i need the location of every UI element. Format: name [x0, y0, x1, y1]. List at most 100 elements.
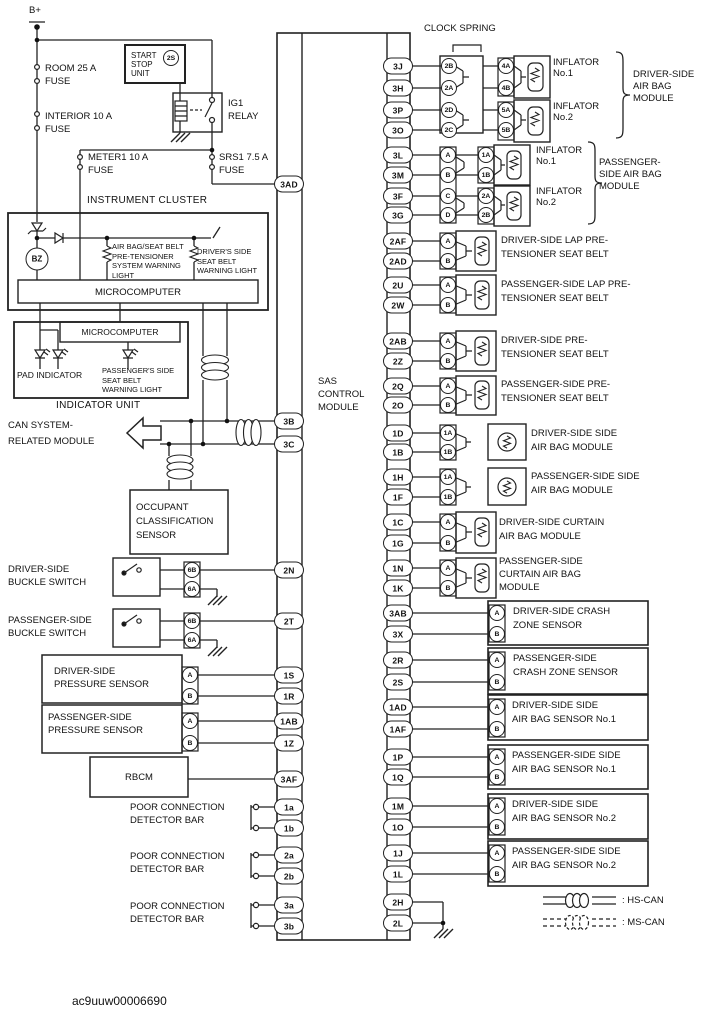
pin-B: B [489, 866, 505, 882]
pin-2A: 2A [478, 188, 494, 204]
connector-1P: 1P [383, 748, 413, 766]
sas-module-box [276, 32, 411, 941]
pin-B: B [489, 626, 505, 642]
passenger-inflator1-box [493, 144, 531, 186]
pin-4B: 4B [498, 80, 514, 96]
pin-A: A [489, 845, 505, 861]
connector-1H: 1H [383, 468, 413, 486]
connector-2H: 2H [383, 893, 413, 911]
connector-1J: 1J [383, 844, 413, 862]
row-label-10: DRIVER-SIDE SIDE AIR BAG SENSOR No.1 [512, 700, 617, 725]
airbag-warning-light-label: AIR BAG/SEAT BELT PRE-TENSIONER SYSTEM W… [112, 242, 184, 280]
passenger-pressure-label: PASSENGER-SIDE PRESSURE SENSOR [48, 712, 144, 736]
passenger-buckle-label: PASSENGER-SIDE BUCKLE SWITCH [8, 615, 92, 639]
ig1-relay-box [172, 92, 223, 133]
driver-belt-warning-light-label: DRIVER'S SIDE SEAT BELT WARNING LIGHT [197, 247, 258, 275]
pin-B: B [440, 297, 456, 313]
led-icon [33, 349, 47, 360]
connector-1Q: 1Q [383, 768, 413, 786]
driver-buckle-label: DRIVER-SIDE BUCKLE SWITCH [8, 564, 87, 588]
connector-3H: 3H [383, 79, 413, 97]
connector-1C: 1C [383, 513, 413, 531]
driver-buckle-box [112, 557, 161, 597]
hs-can-label: : HS-CAN [622, 895, 664, 906]
srs1-fuse-icon [209, 154, 216, 161]
semiconductor-symbols [27, 222, 139, 360]
connector-1F: 1F [383, 488, 413, 506]
connector-1N: 1N [383, 559, 413, 577]
row-label-5: PASSENGER-SIDE SIDE AIR BAG MODULE [531, 471, 640, 496]
clock-spring-box [439, 55, 484, 134]
cluster-microcomputer-label: MICROCOMPUTER [94, 287, 182, 298]
connector-1a: 1a [274, 798, 304, 816]
indicator-microcomputer-label: MICROCOMPUTER [81, 327, 159, 337]
driver-pressure-label: DRIVER-SIDE PRESSURE SENSOR [54, 666, 150, 690]
pin-B: B [489, 721, 505, 737]
passenger-inflator2-box [493, 185, 531, 227]
pin-B: B [489, 674, 505, 690]
connector-3L: 3L [383, 146, 413, 164]
can-module-label: CAN SYSTEM- RELATED MODULE [8, 420, 95, 447]
indicator-microcomputer-box [59, 321, 181, 343]
pin-A: A [489, 652, 505, 668]
connector-3b: 3b [274, 917, 304, 935]
pin-2S: 2S [163, 50, 179, 66]
row-label-6: DRIVER-SIDE CURTAIN AIR BAG MODULE [499, 517, 605, 542]
pin-A: A [440, 560, 456, 576]
relay-internals [174, 96, 216, 124]
driver-airbag-module-label: DRIVER-SIDE AIR BAG MODULE [633, 69, 695, 104]
ig1-relay-label: IG1 RELAY [228, 98, 259, 122]
passenger-airbag-module-label: PASSENGER- SIDE AIR BAG MODULE [599, 157, 662, 192]
pin-6B: 6B [184, 562, 200, 578]
pad-indicator-label: PAD INDICATOR [17, 370, 83, 380]
detector-bar-label-1: POOR CONNECTION DETECTOR BAR [130, 802, 225, 826]
connector-1K: 1K [383, 579, 413, 597]
connector-3O: 3O [383, 121, 413, 139]
pin-B: B [182, 735, 198, 751]
room-fuse-icon [33, 63, 40, 70]
connector-1AF: 1AF [383, 720, 413, 738]
connector-3C: 3C [274, 435, 304, 453]
buckle-switch-symbols [121, 563, 142, 627]
clock-spring-label: CLOCK SPRING [424, 23, 496, 34]
indicator-unit-title: INDICATOR UNIT [56, 400, 141, 411]
pin-A: A [440, 233, 456, 249]
driver-crash-sensor-box [487, 600, 649, 646]
passenger-buckle-box [112, 608, 161, 648]
pin-A: A [489, 699, 505, 715]
pin-1B: 1B [440, 489, 456, 505]
pin-A: A [440, 333, 456, 349]
row-label-9: PASSENGER-SIDE CRASH ZONE SENSOR [513, 653, 619, 678]
wires [29, 21, 506, 929]
connector-2N: 2N [274, 561, 304, 579]
junction-dots [34, 24, 446, 926]
pin-BZ: BZ [25, 247, 49, 271]
row-label-2: DRIVER-SIDE PRE- TENSIONER SEAT BELT [501, 335, 609, 360]
rbcm-box [89, 756, 189, 798]
pin-A: A [489, 605, 505, 621]
connector-1AD: 1AD [383, 698, 413, 716]
pin-A: A [489, 749, 505, 765]
detector-bar-label-2: POOR CONNECTION DETECTOR BAR [130, 851, 225, 875]
connector-2T: 2T [274, 612, 304, 630]
pin-B: B [440, 167, 456, 183]
pin-B: B [489, 769, 505, 785]
can-arrow-icon [125, 416, 162, 450]
connector-2R: 2R [383, 651, 413, 669]
pin-A: A [440, 277, 456, 293]
diode-icon [54, 231, 65, 245]
sas-module-label: SAS CONTROL MODULE [318, 376, 365, 413]
driver-inflator2-label: INFLATOR No.2 [553, 101, 600, 123]
pin-6A: 6A [184, 632, 200, 648]
pin-C: C [440, 188, 456, 204]
ground-symbols [170, 132, 454, 939]
connector-1L: 1L [383, 865, 413, 883]
pin-5A: 5A [498, 102, 514, 118]
row-label-8: DRIVER-SIDE CRASH ZONE SENSOR [513, 606, 611, 631]
pin-D: D [440, 207, 456, 223]
interior-fuse-icon [33, 110, 40, 117]
fuse-and-terminal-symbols [33, 63, 260, 930]
passenger-inflator2-label: INFLATOR No.2 [536, 186, 583, 208]
pin-A: A [182, 667, 198, 683]
connector-2AD: 2AD [383, 252, 413, 270]
